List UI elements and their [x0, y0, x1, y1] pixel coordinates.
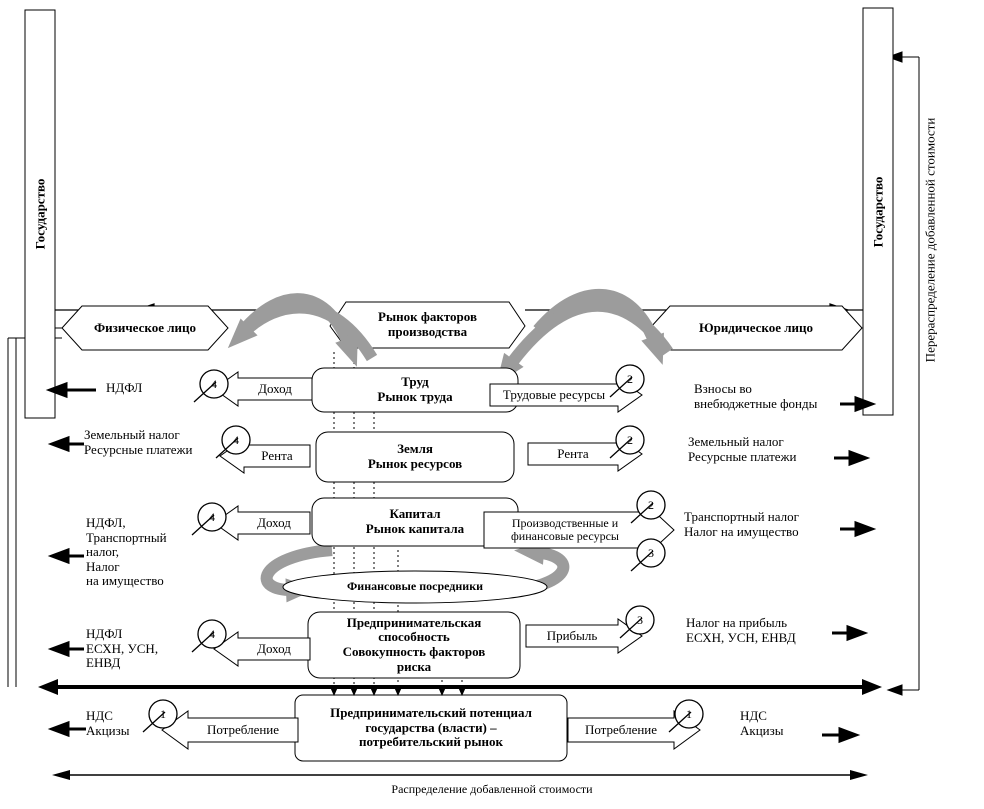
financial-intermediaries-label: Финансовые посредники	[346, 579, 484, 594]
flow-label-income-labor: Доход	[258, 381, 292, 397]
market-boxes	[282, 367, 568, 762]
routing-lines	[7, 51, 920, 696]
state-right-label: Государство	[870, 176, 885, 247]
right-axis-label-wrap: Перераспределение добавленной стоимости	[908, 60, 952, 420]
right-state-bar-label-wrap: Государство	[863, 8, 893, 415]
tax-label-entrepreneurship-right: Налог на прибыль ЕСХН, УСН, ЕНВД	[686, 615, 796, 645]
financial-intermediaries-ellipse	[282, 570, 548, 604]
tax-label-land-right: Земельный налог Ресурсные платежи	[688, 434, 797, 464]
consumer-market-label: Предпринимательский потенциал государств…	[330, 705, 532, 750]
tax-label-entrepreneurship-left: НДФЛ ЕСХН, УСН, ЕНВД	[86, 626, 159, 671]
tax-arrows	[45, 381, 877, 744]
income-arrow-labor	[213, 371, 313, 407]
marker-number-labor-right: 2	[627, 372, 633, 386]
tax-label-labor-left: НДФЛ	[106, 380, 143, 395]
income-arrow-entrepreneurship	[213, 631, 311, 667]
tax-label-labor-right: Взносы во внебюджетные фонды	[694, 381, 818, 411]
tax-label-land-left: Земельный налог Ресурсные платежи	[84, 427, 193, 457]
state-left-label: Государство	[32, 178, 47, 250]
capital-market-label: Капитал Рынок капитала	[365, 506, 465, 536]
tax-label-consumer-right: НДС Акцизы	[740, 708, 784, 738]
left-state-bar-label-wrap: Государство	[25, 10, 55, 418]
tax-label-consumer-left: НДС Акцизы	[86, 708, 130, 738]
tax-label-capital-right: Транспортный налог Налог на имущество	[684, 509, 799, 539]
tax-label-capital-left: НДФЛ, Транспортный налог, Налог на имуще…	[86, 515, 167, 589]
consumption-arrow-right	[567, 710, 701, 750]
marker-number-capital-right-top: 2	[648, 498, 654, 512]
flow-label-income-entrepreneurship: Доход	[257, 641, 291, 657]
marker-number-entrepreneurship-right: 3	[637, 613, 643, 627]
left-state-bar	[24, 9, 56, 419]
labor-market-label: Труд Рынок труда	[377, 374, 453, 404]
flow-label-consumption-right: Потребление	[584, 722, 658, 738]
flow-label-rent-left: Рента	[261, 448, 293, 464]
consumption-arrow-left	[161, 710, 299, 750]
individual-label: Физическое лицо	[93, 319, 196, 335]
marker-number-land-right: 2	[627, 433, 633, 447]
profit-arrow	[525, 618, 643, 654]
redistribution-axis-label: Перераспределение добавленной стоимости	[922, 117, 938, 363]
right-state-bar	[862, 7, 894, 416]
exchange-swoosh-arrows	[227, 288, 673, 603]
flow-label-production-resources: Производственные и финансовые ресурсы	[511, 515, 619, 543]
down-arrows	[330, 687, 466, 696]
legal-entity-label: Юридическое лицо	[698, 319, 814, 335]
flow-label-income-capital: Доход	[257, 515, 291, 531]
flow-label-labor-resources: Трудовые ресурсы	[502, 387, 606, 403]
land-market-label: Земля Рынок ресурсов	[367, 441, 463, 471]
marker-number-consumer-right: 1	[686, 707, 692, 721]
bottom-axis-arrow	[52, 770, 868, 780]
sequence-markers	[142, 364, 704, 733]
marker-number-consumer-left: 1	[160, 707, 166, 721]
flow-label-profit: Прибыль	[546, 628, 598, 644]
land-market-box	[315, 431, 515, 483]
flow-label-consumption-left: Потребление	[206, 722, 280, 738]
factors-market-label: Рынок факторов производства	[378, 309, 477, 339]
marker-number-land-left: 4	[233, 433, 239, 447]
flow-label-rent-right: Рента	[557, 446, 589, 462]
marker-number-labor-left: 4	[211, 377, 217, 391]
marker-number-capital-left: 4	[209, 510, 215, 524]
entrepreneurship-label: Предпринимательская способность Совокупн…	[342, 614, 486, 674]
distribution-axis-label: Распределение добавленной стоимости	[391, 782, 593, 797]
marker-number-entrepreneurship-left: 4	[209, 627, 215, 641]
income-arrow-capital	[213, 505, 311, 541]
marker-number-capital-right-bottom: 3	[648, 546, 654, 560]
